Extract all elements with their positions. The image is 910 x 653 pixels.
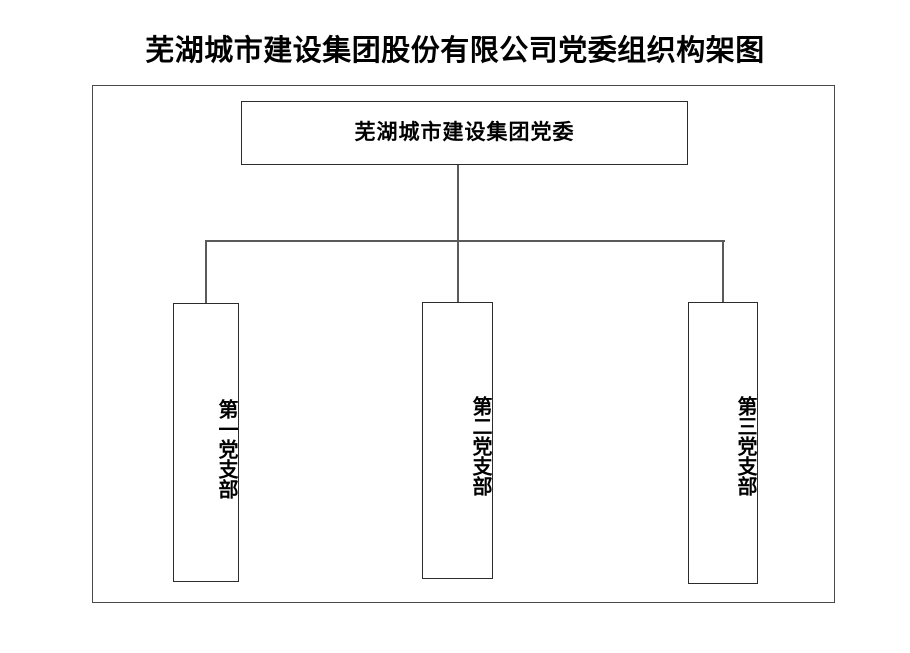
page-title: 芜湖城市建设集团股份有限公司党委组织构架图 <box>145 33 765 67</box>
org-node-branch-1: 第一党支部 <box>173 303 239 582</box>
org-node-branch-3: 第三党支部 <box>688 302 758 584</box>
connector-root-stem <box>457 165 459 242</box>
connector-drop-right <box>722 240 724 302</box>
connector-bus-bar <box>205 240 725 242</box>
connector-drop-left <box>205 240 207 303</box>
org-node-branch-2-label: 第二党支部 <box>469 396 491 496</box>
org-node-branch-1-label: 第一党支部 <box>215 399 237 499</box>
org-node-root: 芜湖城市建设集团党委 <box>241 101 688 165</box>
connector-drop-center <box>457 240 459 302</box>
org-node-root-label: 芜湖城市建设集团党委 <box>354 120 575 144</box>
org-node-branch-2: 第二党支部 <box>422 302 493 579</box>
org-node-branch-3-label: 第三党支部 <box>734 396 756 496</box>
